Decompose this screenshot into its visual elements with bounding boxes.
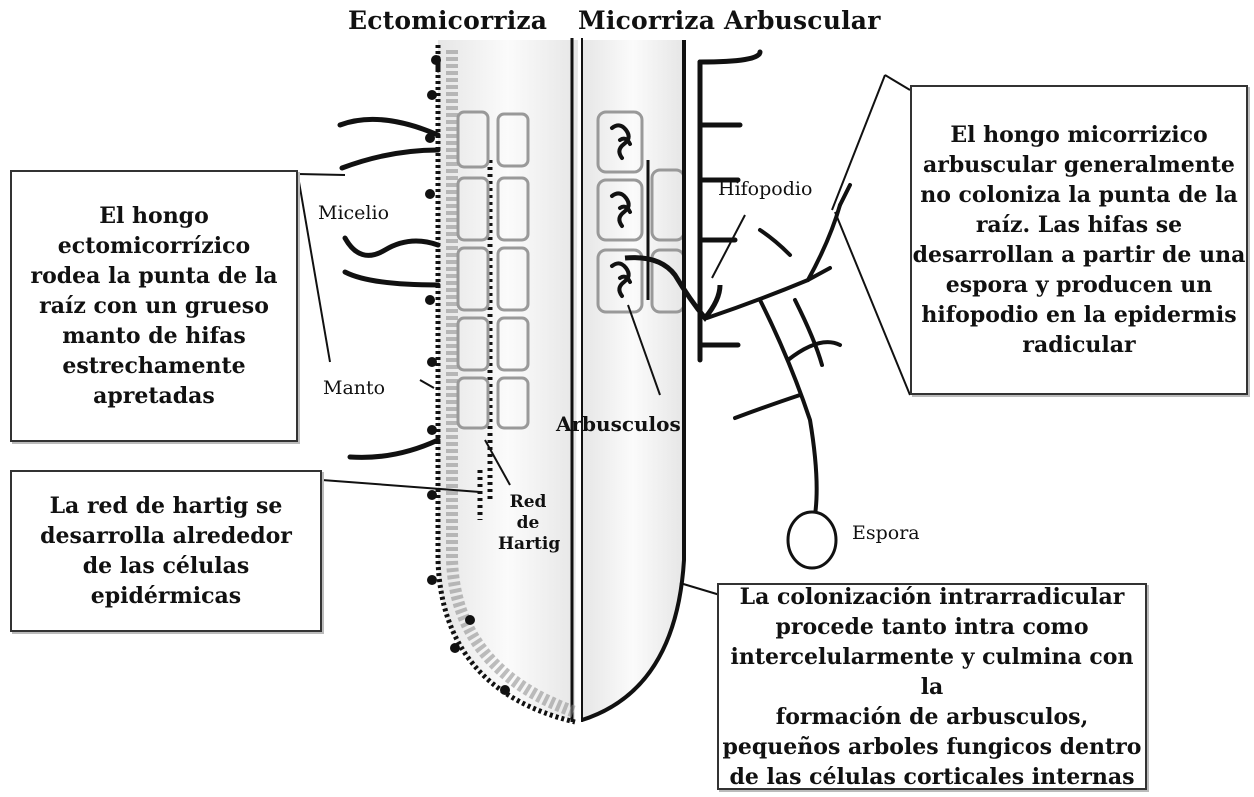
box-colonization: La colonización intrarradicular procede … (717, 583, 1147, 790)
label-hifopodio: Hifopodio (718, 178, 812, 200)
label-red-hartig: Red de Hartig (498, 492, 558, 555)
box-arbuscular-fungus: El hongo micorrizico arbuscular generalm… (910, 85, 1248, 395)
label-micelio: Micelio (318, 202, 389, 224)
am-external-hyphae (707, 185, 850, 515)
title-arbuscular-mycorrhiza: Micorriza Arbuscular (578, 6, 881, 35)
box-hartig-net: La red de hartig se desarrolla alrededor… (10, 470, 322, 632)
box-ectomycorrhizal-fungus: El hongo ectomicorrízico rodea la punta … (10, 170, 298, 442)
label-manto: Manto (323, 377, 385, 399)
label-espora: Espora (852, 522, 920, 544)
title-ectomycorrhiza: Ectomicorriza (348, 6, 547, 35)
spore (788, 512, 836, 568)
label-arbusculos: Arbusculos (556, 412, 681, 436)
